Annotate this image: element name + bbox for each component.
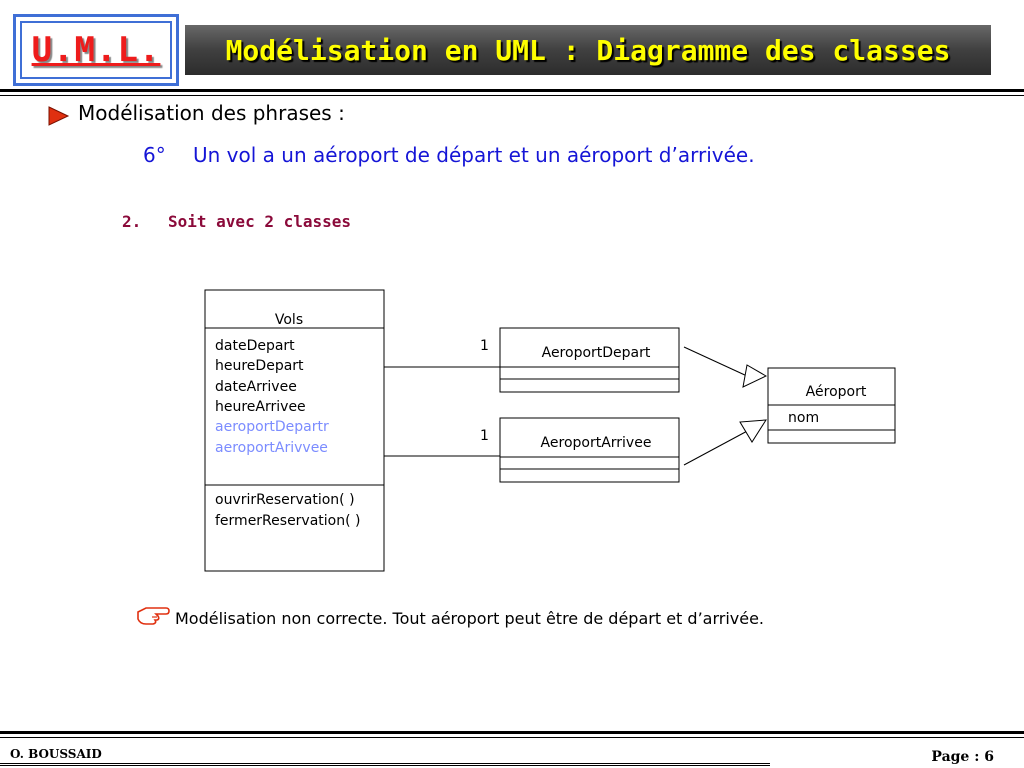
class-vols: Vols dateDepart heureDepart dateArrivee … [204, 289, 385, 572]
logo-text: U.M.L. [31, 30, 161, 70]
slide-title: Modélisation en UML : Diagramme des clas… [225, 33, 951, 67]
footer-rule-thick [0, 731, 1024, 734]
footer-author: O. BOUSSAID [10, 747, 102, 761]
bullet-arrow-icon [48, 106, 70, 126]
multiplicity-depart: 1 [480, 338, 489, 354]
footer-rule-bottom [0, 763, 770, 764]
pointing-hand-icon [137, 607, 170, 625]
section-heading: Modélisation des phrases : [78, 101, 345, 125]
footer-rule-thin [0, 737, 1024, 738]
class-vols-name: Vols [275, 312, 303, 328]
class-aeroport-arrivee-name: AeroportArrivee [541, 435, 652, 451]
phrase-number: 6° [143, 143, 166, 167]
vols-attribute: dateDepart [215, 338, 295, 354]
class-aeroport-arrivee: AeroportArrivee [499, 417, 680, 483]
vols-attribute-highlighted: aeroportArivvee [215, 440, 328, 456]
logo-frame: U.M.L. [20, 21, 172, 79]
header-rule-thin [0, 95, 1024, 96]
class-aeroport-depart-name: AeroportDepart [542, 345, 651, 361]
footer-page-number: Page : 6 [931, 749, 994, 765]
vols-attribute: heureArrivee [215, 399, 306, 415]
generalization-arrivee [683, 419, 767, 466]
phrase-text: Un vol a un aéroport de départ et un aér… [193, 143, 755, 167]
note-text: Modélisation non correcte. Tout aéroport… [175, 609, 765, 628]
aeroport-attribute: nom [788, 410, 819, 426]
step-number: 2. [122, 212, 142, 231]
class-aeroport-depart: AeroportDepart [499, 327, 680, 393]
header-rule-thick [0, 89, 1024, 92]
generalization-depart [683, 346, 768, 388]
vols-method: fermerReservation( ) [215, 513, 361, 529]
title-bar: Modélisation en UML : Diagramme des clas… [185, 25, 991, 75]
vols-attribute: dateArrivee [215, 379, 297, 395]
multiplicity-arrivee: 1 [480, 428, 489, 444]
vols-method: ouvrirReservation( ) [215, 492, 355, 508]
class-aeroport: Aéroport nom [767, 367, 896, 444]
step-text: Soit avec 2 classes [168, 212, 352, 231]
class-aeroport-name: Aéroport [806, 384, 867, 400]
uml-logo: U.M.L. [13, 14, 179, 86]
footer-rule-bottom-2 [0, 765, 770, 766]
vols-attribute-highlighted: aeroportDepartr [215, 419, 329, 435]
vols-attribute: heureDepart [215, 358, 304, 374]
